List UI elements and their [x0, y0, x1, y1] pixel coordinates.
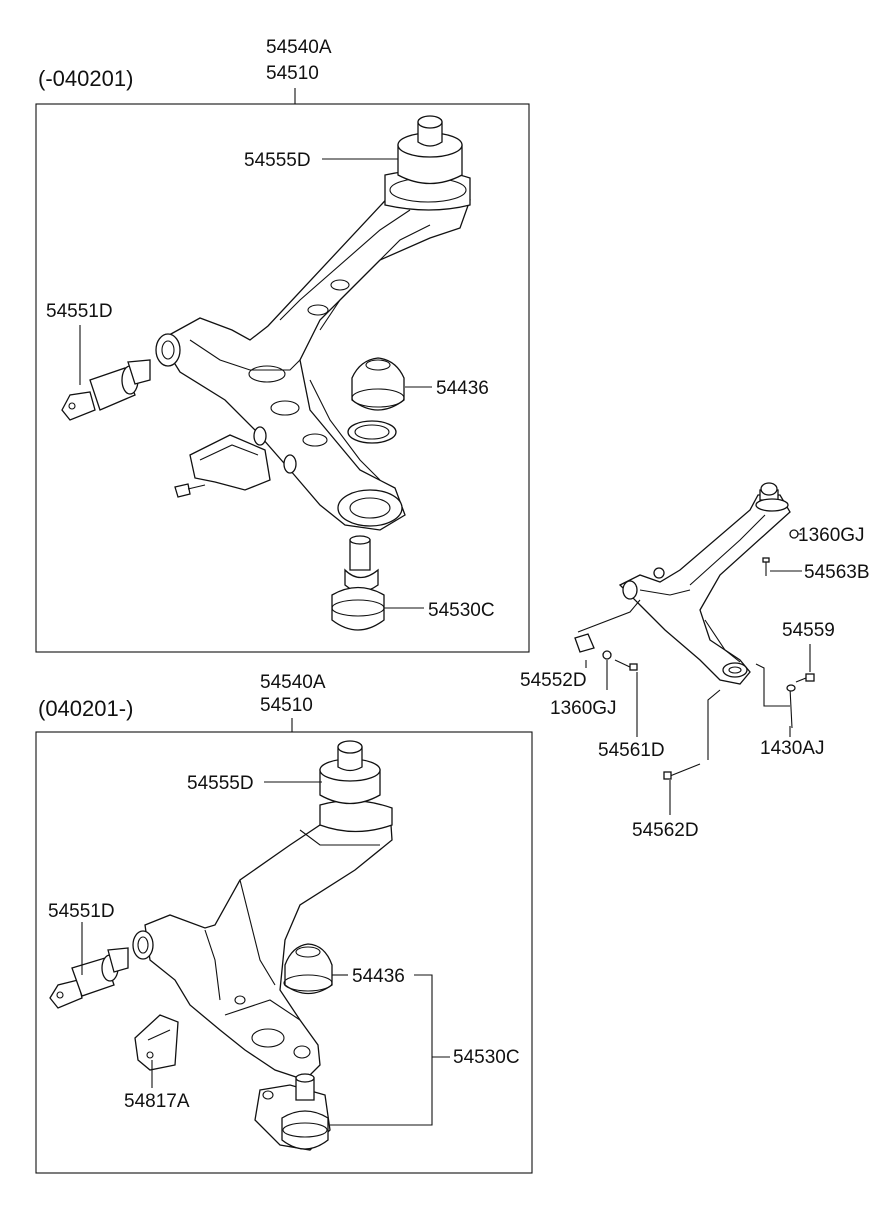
bottom-dust-cover-label: 54436 [352, 966, 405, 987]
right-pin-label: 1430AJ [760, 738, 825, 759]
bottom-ball-joint [254, 1073, 331, 1151]
top-assembly-label-2: 54510 [266, 63, 319, 84]
bottom-group-range-label: (040201-) [38, 696, 134, 721]
top-ball-joint [331, 535, 385, 631]
right-group [574, 482, 815, 815]
right-bolt-mid-shape [614, 659, 638, 671]
bottom-group-frame [35, 731, 533, 1174]
top-bushing-top-label: 54555D [244, 150, 311, 171]
bottom-assembly-label-2: 54510 [260, 695, 313, 716]
top-ball-joint-label: 54530C [428, 600, 495, 621]
right-bolt-right-shape [795, 673, 815, 683]
bottom-ball-joint-label: 54530C [453, 1047, 520, 1068]
right-clip-label: 54552D [520, 670, 587, 691]
right-pin-shape [786, 684, 796, 729]
top-dust-cover-label: 54436 [436, 378, 489, 399]
top-bushing-top [397, 115, 463, 185]
bottom-control-arm [132, 800, 393, 1081]
right-nut-mid-shape [602, 650, 612, 660]
right-control-arm [618, 482, 791, 685]
bottom-bracket-label: 54817A [124, 1091, 190, 1112]
top-bushing-side [61, 359, 151, 421]
right-long-bolt-label: 54562D [632, 820, 699, 841]
right-long-bolt-shape [663, 763, 701, 780]
bottom-group [35, 718, 533, 1174]
bottom-bushing-top-label: 54555D [187, 773, 254, 794]
right-nut-top-label: 1360GJ [798, 525, 865, 546]
right-bolt-mid-label: 54561D [598, 740, 665, 761]
bottom-bushing-side-label: 54551D [48, 901, 115, 922]
right-bolt-right-label: 54559 [782, 620, 835, 641]
top-bracket [174, 434, 271, 498]
bottom-bushing-top [319, 740, 381, 805]
top-assembly-label-1: 54540A [266, 37, 332, 58]
right-bolt-top-label: 54563B [804, 562, 870, 583]
top-dust-cover [347, 357, 405, 444]
right-nut-mid-label: 1360GJ [550, 698, 617, 719]
top-group-range-label: (-040201) [38, 66, 134, 91]
right-bolt-top-shape [762, 557, 770, 576]
top-group [35, 88, 530, 653]
right-nut-top-shape [789, 529, 799, 539]
top-bushing-side-label: 54551D [46, 301, 113, 322]
bottom-dust-cover [283, 943, 333, 995]
bottom-bracket [134, 1014, 179, 1071]
top-group-frame [35, 103, 530, 653]
bottom-bushing-side [49, 947, 129, 1009]
right-clip-shape [574, 633, 595, 653]
bottom-assembly-label-1: 54540A [260, 672, 326, 693]
